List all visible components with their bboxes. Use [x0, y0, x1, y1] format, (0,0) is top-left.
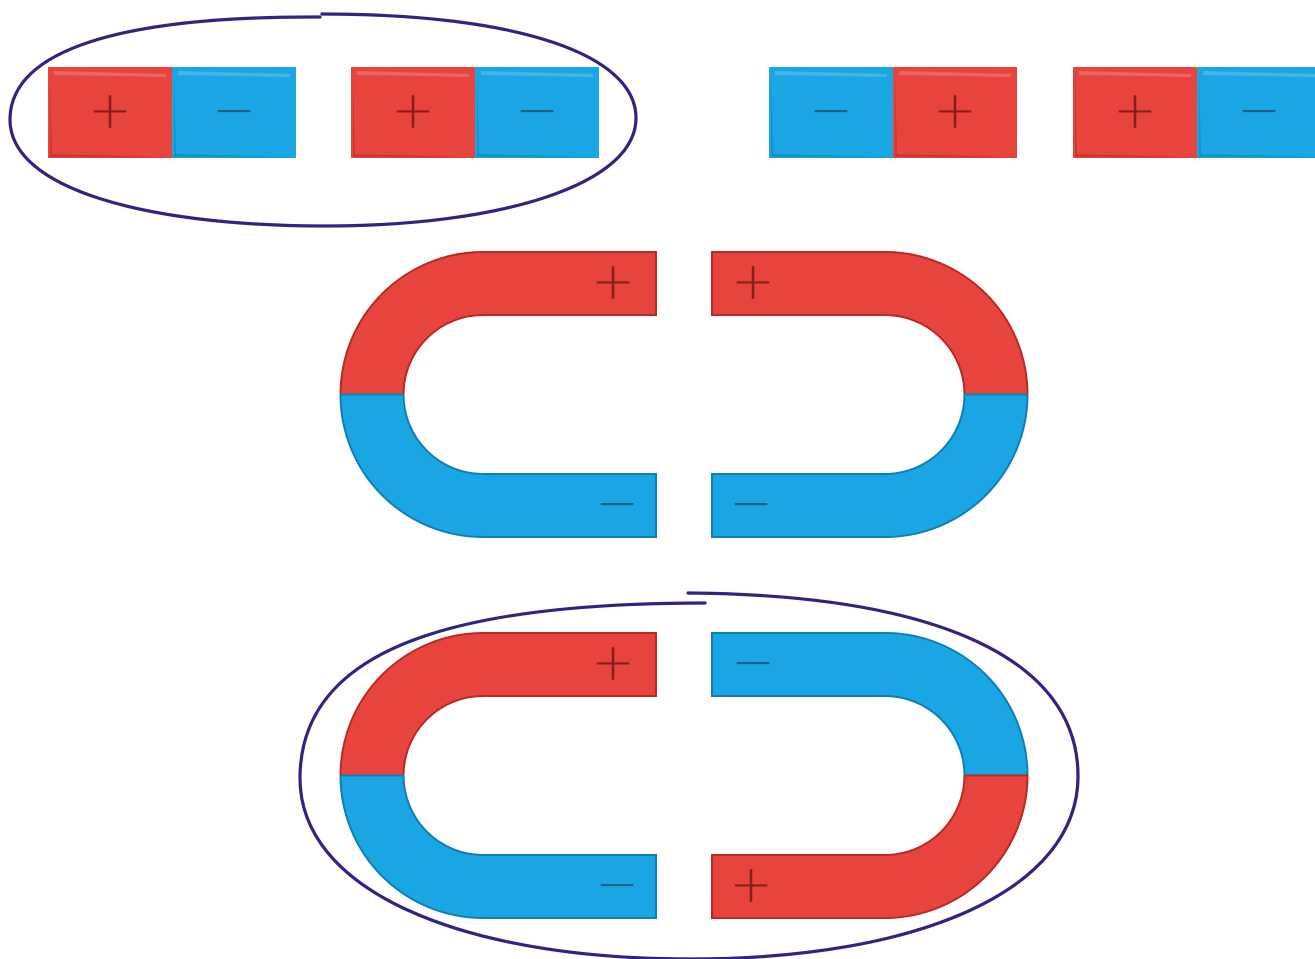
- negative-sign-label: −: [595, 855, 639, 915]
- horseshoe-magnet-left: +−: [341, 633, 657, 919]
- bar-magnet: +−: [351, 67, 599, 158]
- negative-sign-label: −: [1237, 81, 1281, 141]
- negative-sign-label: −: [729, 474, 773, 534]
- bar-magnet: −+: [769, 67, 1017, 158]
- negative-sign-label: −: [731, 633, 775, 693]
- positive-sign-label: +: [933, 81, 977, 141]
- selection-ellipse-horseshoes: [300, 593, 1078, 959]
- negative-sign-label: −: [212, 81, 256, 141]
- horseshoe-magnet-left: +−: [341, 252, 657, 538]
- positive-sign-label: +: [88, 81, 132, 141]
- horseshoe-magnet-right: −+: [712, 633, 1028, 919]
- positive-sign-label: +: [1113, 81, 1157, 141]
- horseshoe-magnets: +−+−+−−+: [341, 252, 1028, 919]
- horseshoe-pair: +−−+: [341, 633, 1028, 919]
- negative-sign-label: −: [595, 474, 639, 534]
- bar-magnet: +−: [1073, 67, 1315, 158]
- horseshoe-pair: +−+−: [341, 252, 1028, 538]
- negative-sign-label: −: [515, 81, 559, 141]
- positive-sign-label: +: [591, 252, 635, 312]
- positive-sign-label: +: [391, 81, 435, 141]
- horseshoe-magnet-right: +−: [712, 252, 1028, 538]
- bar-magnet: +−: [48, 67, 296, 158]
- positive-sign-label: +: [731, 252, 775, 312]
- bar-magnets-row: +−+−−++−: [48, 67, 1315, 158]
- negative-sign-label: −: [809, 81, 853, 141]
- positive-sign-label: +: [729, 855, 773, 915]
- positive-sign-label: +: [591, 633, 635, 693]
